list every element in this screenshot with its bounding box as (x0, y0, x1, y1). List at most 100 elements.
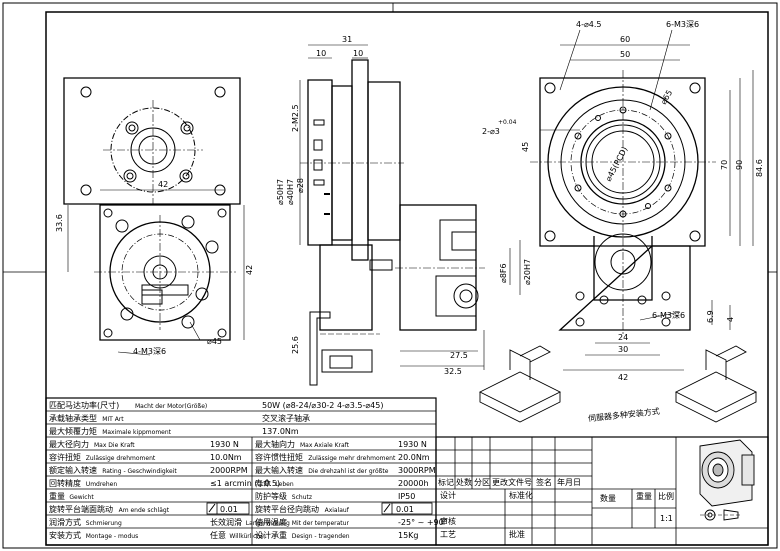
spec-value-2: 137.0Nm (262, 427, 299, 436)
spec-value-3: 1930 N (210, 440, 239, 449)
spec-label2-7: 防护等级 (255, 491, 287, 501)
rev-header-1: 处数 (456, 477, 472, 487)
spec-label-de-7: Gewicht (69, 494, 94, 501)
spec-label2-de-10: Design - tragenden (292, 533, 350, 540)
spec-label-6: 回转精度 (49, 478, 81, 488)
spec-label-4: 容许扭矩 (49, 452, 81, 462)
spec-value-9: 长效润滑 (210, 517, 242, 527)
dim-mid-phi40h7: ⌀40H7 (286, 179, 295, 205)
spec-value-de-10: Willkürliche (229, 533, 264, 540)
spec-value2-5: 3000RPM (398, 466, 436, 475)
spec-label-de-5: Rating - Geschwindigkeit (102, 468, 177, 475)
role-approve: 批准 (509, 529, 525, 539)
spec-label-3: 最大径向力 (49, 439, 89, 449)
dim-mid-phi28: ⌀28 (296, 178, 305, 193)
spec-label2-de-3: Max Axiale Kraft (300, 442, 350, 449)
dim-mid-25-6: 25.6 (291, 336, 300, 354)
spec-label2-de-6: Leben (275, 481, 293, 488)
middle-view (299, 44, 521, 386)
spec-value2-7: IP50 (398, 492, 415, 501)
dim-right-phi45-pcd: ⌀45(PCD) (604, 145, 630, 183)
isometric-sketches (478, 345, 758, 423)
spec-label2-10: 设计承重 (255, 530, 287, 540)
spec-label-de-6: Umdrehen (86, 481, 118, 488)
spec-label2-4: 容许惯性扭矩 (255, 452, 303, 462)
dim-right-70: 70 (720, 160, 729, 170)
runout-symbol-1 (383, 503, 391, 513)
spec-label-de-1: MIT Art (102, 416, 124, 423)
left-view (63, 77, 245, 356)
spec-value-4: 10.0Nm (210, 453, 242, 462)
spec-label2-3: 最大轴向力 (255, 439, 295, 449)
dim-mid-32-5: 32.5 (444, 367, 462, 376)
spec-label2-de-5: Die drehzahl ist der größte (308, 468, 389, 475)
spec-label2-de-4: Zulässige mehr drehmoment (308, 455, 396, 462)
spec-label-8: 旋转平台端面跳动 (49, 504, 113, 514)
dim-right-30: 30 (618, 345, 628, 354)
dim-mid-27-5: 27.5 (450, 351, 468, 360)
rev-header-2: 分区 (474, 478, 490, 487)
title-block: 标记 处数 分区 更改文件号 签名 年月日 设计 标准化 审核 工艺 批准 数量… (438, 477, 674, 539)
qty-label: 数量 (600, 493, 616, 503)
spec-value2-8: 0.01 (396, 505, 414, 514)
spec-label-9: 润滑方式 (49, 517, 81, 527)
spec-label-2: 最大倾覆力矩 (49, 426, 97, 436)
rev-header-3: 更改文件号 (492, 477, 532, 487)
weight-label: 重量 (636, 491, 652, 501)
dim-right-phi65: ⌀65 (659, 89, 674, 106)
dim-mid-m2-5: 2-M2.5 (291, 104, 300, 132)
spec-label2-6: 寿命 (255, 478, 271, 488)
spec-label-de-4: Zulässige drehmoment (86, 455, 156, 462)
spec-value-1: 交叉滚子轴承 (262, 413, 310, 423)
title-block-grid (435, 436, 769, 546)
dim-left-33-6: 33.6 (55, 214, 64, 232)
runout-symbol-0 (208, 503, 216, 513)
spec-label-de-10: Montage - modus (86, 533, 138, 540)
dim-right-45: 45 (521, 142, 530, 152)
spec-value2-6: 20000h (398, 479, 429, 488)
role-process: 工艺 (440, 530, 456, 539)
spec-label2-8: 旋转平台径向跳动 (255, 504, 319, 514)
dim-right-50: 50 (620, 50, 630, 59)
role-std: 标准化 (509, 490, 533, 500)
spec-value-5: 2000RPM (210, 466, 248, 475)
spec-label-de-0: Macht der Motor(Größe) (135, 403, 207, 410)
dim-right-90: 90 (735, 160, 744, 170)
dim-mid-phi8f6: ⌀8F6 (499, 263, 508, 283)
dim-right-tol: +0.04 (498, 119, 517, 126)
spec-value2-9: -25° ~ +90° (398, 518, 448, 527)
projection-symbol (700, 509, 742, 521)
dim-right-6-9: 6.9 (706, 310, 715, 323)
dim-left-42v: 42 (245, 265, 254, 275)
rev-header-5: 年月日 (557, 477, 581, 487)
spec-value2-4: 20.0Nm (398, 453, 430, 462)
dim-mid-phi20h7: ⌀20H7 (523, 259, 532, 285)
spec-value2-10: 15Kg (398, 531, 419, 540)
dim-right-60: 60 (620, 35, 630, 44)
dim-right-thread: 6-M3深6 (666, 20, 699, 29)
spec-value2-3: 1930 N (398, 440, 427, 449)
spec-label2-de-7: Schutz (292, 494, 312, 501)
spec-label-10: 安装方式 (49, 530, 81, 540)
spec-value-de-9: Lange wirkung (246, 520, 290, 527)
spec-label2-de-8: Axialauf (325, 507, 350, 514)
dim-right-24: 24 (618, 333, 628, 342)
spec-label-7: 重量 (49, 491, 65, 501)
dim-left-thread: 4-M3深6 (133, 347, 166, 356)
dim-right-84-6: 84.6 (755, 159, 764, 177)
note-install: 伺服器多种安装方式 (588, 406, 661, 423)
dim-right-phi3: 2-⌀3 (482, 127, 500, 136)
dim-right-42b: 42 (618, 373, 628, 382)
spec-label-5: 额定输入转速 (49, 465, 97, 475)
dim-left-phi45: ⌀45 (207, 337, 222, 346)
dim-mid-31: 31 (342, 35, 352, 44)
spec-value-8: 0.01 (220, 505, 238, 514)
rev-header-4: 签名 (536, 477, 552, 487)
role-review: 审核 (440, 516, 456, 526)
dim-mid-10a: 10 (316, 49, 326, 58)
role-design: 设计 (440, 490, 456, 500)
dim-mid-10b: 10 (353, 49, 363, 58)
spec-value-10: 任意 (210, 530, 226, 540)
